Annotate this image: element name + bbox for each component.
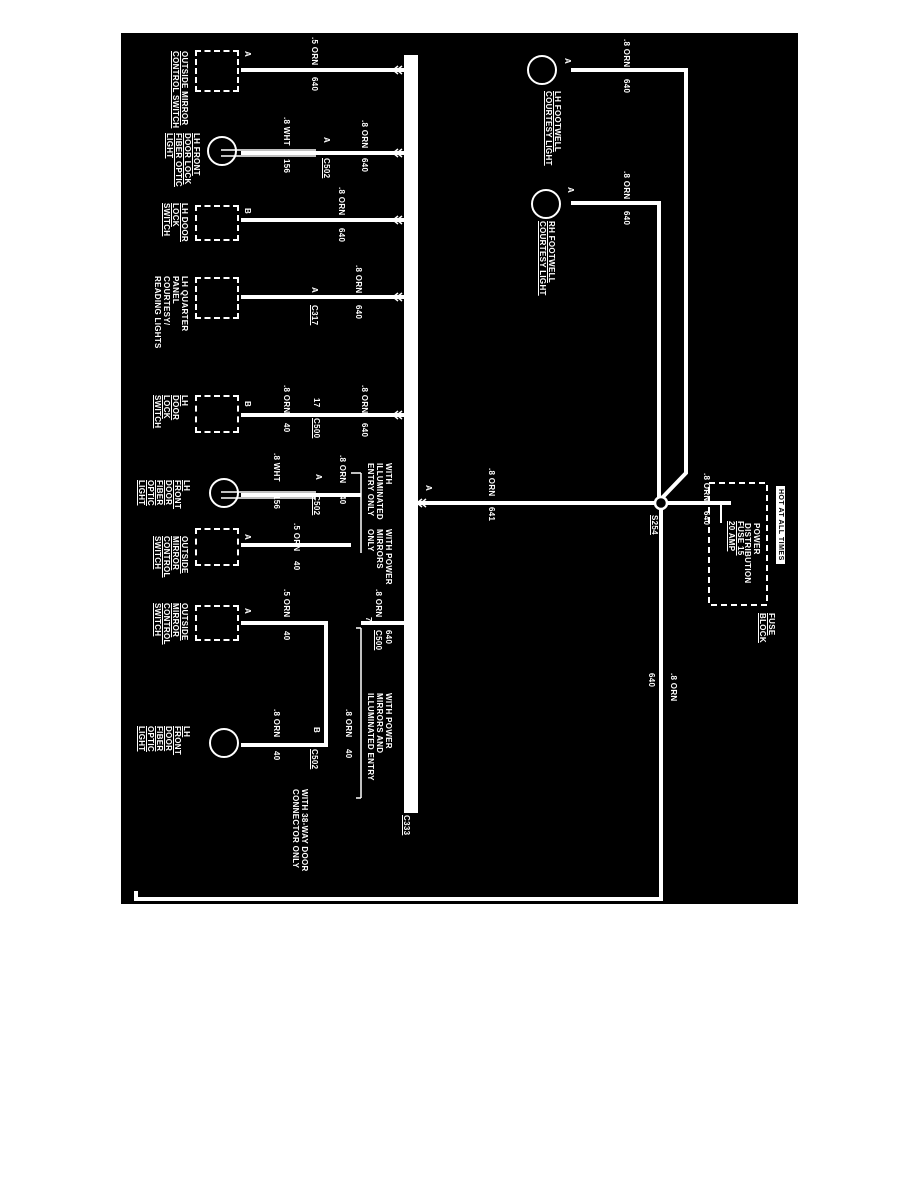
power-distribution-label: POWER DISTRIBUTION: [743, 523, 761, 584]
fuse-wire-label: .8 ORN: [702, 473, 711, 502]
component-label-8: OUTSIDE MIRROR CONTROL SWITCH: [153, 603, 189, 645]
wire-label: .8 ORN: [360, 385, 369, 414]
wire-lines: [134, 55, 768, 901]
pin-label: A: [310, 287, 319, 294]
wiring-diagram: OUTSIDE MIRROR CONTROL SWITCH LH FRONT D…: [121, 33, 798, 904]
wire-label: .8 ORN: [344, 709, 353, 738]
circuit-label: 40: [272, 751, 281, 761]
pin-label: A: [322, 137, 331, 144]
branch-8: [241, 621, 328, 747]
lh-footwell-circuit-label: 640: [622, 79, 631, 94]
lh-quarter-panel-box: [195, 277, 239, 319]
lh-door-lock-switch-box: [195, 205, 239, 241]
component-label-9: LH FRONT DOOR FIBER OPTIC LIGHT: [137, 726, 191, 756]
splice-s254: [653, 495, 669, 511]
component-label-4: LH QUARTER PANEL COURTESY/ READING LIGHT…: [153, 276, 189, 349]
bus-connector-label: C333: [402, 815, 411, 836]
splice-wire-label: .8 ORN: [487, 468, 496, 497]
pin-label: A: [243, 534, 252, 541]
pin-label: B: [312, 727, 321, 734]
pin-label: A: [566, 187, 575, 194]
connector-label: C502: [312, 495, 321, 516]
pin-label: B: [243, 208, 252, 215]
pin-label: A: [243, 608, 252, 615]
splice-circuit-label: 641: [487, 507, 496, 522]
component-label-2: LH FRONT DOOR LOCK FIBER OPTIC LIGHT: [165, 133, 201, 187]
circuit-label: 640: [360, 423, 369, 438]
circuit-label: 40: [344, 749, 353, 759]
fiber-optic-light-3-icon: [209, 728, 239, 758]
outside-mirror-switch-box: [195, 50, 239, 92]
down-wire: [134, 503, 663, 901]
circuit-label: 640: [310, 77, 319, 92]
pin-label: A: [314, 474, 323, 481]
component-label-3: LH DOOR LOCK SWITCH: [162, 203, 189, 242]
connector-pin-label: 17: [312, 398, 321, 408]
circuit-label: 40: [282, 631, 291, 641]
circuit-label: 156: [272, 495, 281, 510]
component-label-6: LH FRONT DOOR FIBER OPTIC LIGHT: [137, 480, 191, 510]
wire-label: .8 ORN: [272, 709, 281, 738]
pin-label: A: [243, 51, 252, 58]
down-circuit-label: 640: [647, 673, 656, 688]
circuit-label: 40: [292, 561, 301, 571]
down-wire-label: .8 ORN: [669, 673, 678, 702]
wire-label: .5 ORN: [282, 589, 291, 618]
rh-footwell-wire: [571, 201, 661, 503]
pin-label: A: [563, 58, 572, 65]
wire-label: .8 ORN: [282, 385, 291, 414]
wire-label: .8 WHT: [282, 117, 291, 146]
hot-at-all-times-legend: HOT AT ALL TIMES: [776, 486, 785, 564]
option-illuminated-entry: WITH ILLUMINATED ENTRY ONLY: [366, 463, 393, 520]
lh-footwell-label: LH FOOTWELL COURTESY LIGHT: [544, 91, 562, 166]
c500-circuit-label: 640: [384, 630, 393, 645]
lh-footwell-lamp-icon: [527, 55, 557, 85]
c500-pin-label: 7: [364, 617, 373, 622]
fuse-block-label: FUSE BLOCK: [758, 613, 776, 643]
outside-mirror-switch-3-box: [195, 605, 239, 641]
connector-label: C502: [310, 749, 319, 770]
circuit-label: 640: [337, 228, 346, 243]
fiber-optic-light-2-icon: [209, 478, 239, 508]
wire-label: .8 ORN: [337, 187, 346, 216]
rh-footwell-label: RH FOOTWELL COURTESY LIGHT: [538, 221, 556, 296]
component-label-7: OUTSIDE MIRROR CONTROL SWITCH: [153, 536, 189, 578]
component-label-5: LH DOOR LOCK SWITCH: [153, 395, 189, 429]
rh-footwell-circuit-label: 640: [622, 211, 631, 226]
option-power-mirrors-illum: WITH POWER MIRRORS AND ILLUMINATED ENTRY: [366, 693, 393, 781]
circuit-label: 40: [338, 495, 347, 505]
wire-label: .8 ORN: [360, 120, 369, 149]
lh-door-lock-switch-2-box: [195, 395, 239, 433]
c500-wire-label: .8 ORN: [374, 589, 383, 618]
pin-label: B: [243, 401, 252, 408]
wire-label: .8 ORN: [338, 455, 347, 484]
circuit-label: 40: [282, 423, 291, 433]
component-label-1: OUTSIDE MIRROR CONTROL SWITCH: [171, 51, 189, 129]
option-power-mirrors: WITH POWER MIRRORS ONLY: [366, 529, 393, 585]
door-connector-note: WITH 38-WAY DOOR CONNECTOR ONLY: [291, 789, 309, 872]
pin-label: A: [424, 485, 433, 492]
outside-mirror-switch-2-box: [195, 528, 239, 566]
wire-label: .8 ORN: [354, 265, 363, 294]
connector-label: C502: [322, 158, 331, 179]
bus-bar: [404, 55, 418, 813]
circuit-label: 640: [354, 305, 363, 320]
c500-connector-label: C500: [374, 630, 383, 651]
fiber-optic-light-icon: [207, 136, 237, 166]
rh-footwell-wire-label: .8 ORN: [622, 171, 631, 200]
connector-label: C317: [310, 305, 319, 326]
wire-label: .5 ORN: [310, 37, 319, 66]
wire-label: .8 WHT: [272, 453, 281, 482]
connector-label: C500: [312, 418, 321, 439]
circuit-label: 640: [360, 158, 369, 173]
circuit-label: 156: [282, 159, 291, 174]
fuse-circuit-label: 640: [702, 511, 711, 526]
fuse-rating-label: FUSE 15 20 AMP: [727, 521, 745, 556]
rh-footwell-lamp-icon: [531, 189, 561, 219]
splice-name-label: S254: [650, 515, 659, 535]
lh-footwell-wire-label: .8 ORN: [622, 39, 631, 68]
lh-footwell-wire: [571, 68, 688, 501]
wire-label: .5 ORN: [292, 523, 301, 552]
